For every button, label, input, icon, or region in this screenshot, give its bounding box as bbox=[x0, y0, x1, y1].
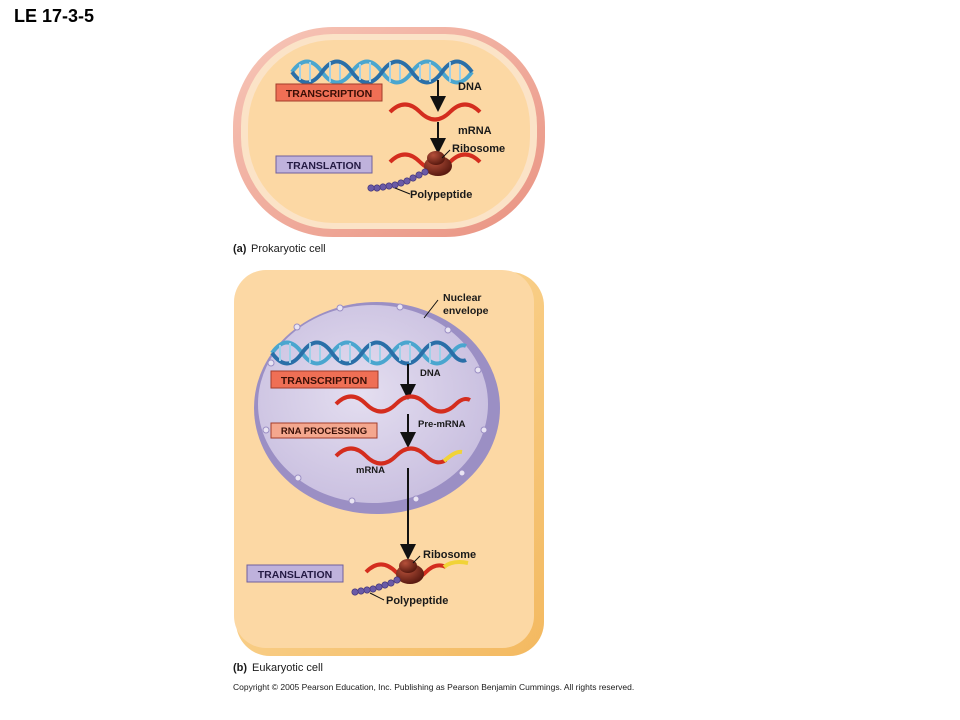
slide-title: LE 17-3-5 bbox=[14, 6, 95, 26]
copyright-notice: Copyright © 2005 Pearson Education, Inc.… bbox=[233, 682, 634, 692]
prokaryotic-mrna-label: mRNA bbox=[458, 125, 492, 137]
eukaryotic-cell: TRANSCRIPTION RNA PROCESSING TRANSLATION bbox=[234, 270, 544, 656]
eukaryotic-polypeptide-label: Polypeptide bbox=[386, 595, 448, 607]
prokaryotic-ribosome-label: Ribosome bbox=[452, 143, 505, 155]
eukaryotic-transcription-label: TRANSCRIPTION bbox=[281, 375, 367, 387]
poly-a-tail bbox=[442, 449, 463, 463]
eukaryotic-dna-helix bbox=[270, 340, 467, 366]
prokaryotic-transcription-box: TRANSCRIPTION bbox=[275, 83, 383, 102]
eukaryotic-mrna-label: mRNA bbox=[356, 465, 385, 476]
rna-processing-box: RNA PROCESSING bbox=[270, 422, 378, 439]
eukaryotic-caption-text: Eukaryotic cell bbox=[252, 662, 323, 674]
pre-mrna-strand bbox=[334, 394, 471, 414]
prokaryotic-translation-label: TRANSLATION bbox=[287, 160, 361, 172]
prokaryotic-cell: TRANSCRIPTION TRANSLATION DNA mRNA Ribos… bbox=[233, 27, 545, 237]
prokaryotic-dna-helix bbox=[290, 59, 474, 85]
eukaryotic-polypeptide-chain bbox=[351, 576, 401, 596]
mature-mrna-strand bbox=[334, 446, 448, 466]
prokaryotic-ribosome-small bbox=[427, 151, 445, 165]
nuclear-envelope-label-2: envelope bbox=[443, 305, 489, 317]
eukaryotic-translation-label: TRANSLATION bbox=[258, 569, 332, 581]
prokaryotic-polypeptide-chain bbox=[367, 168, 429, 192]
eukaryotic-dna-label: DNA bbox=[420, 368, 441, 379]
prokaryotic-polypeptide-label: Polypeptide bbox=[410, 189, 472, 201]
prokaryotic-caption-letter: (a) bbox=[233, 243, 247, 255]
eukaryotic-translation-box: TRANSLATION bbox=[246, 564, 344, 583]
prokaryotic-mrna-strand bbox=[388, 102, 482, 122]
prokaryotic-dna-label: DNA bbox=[458, 81, 482, 93]
rna-processing-label: RNA PROCESSING bbox=[281, 426, 367, 437]
eukaryotic-ribosome-small bbox=[399, 559, 417, 573]
eukaryotic-ribosome-label: Ribosome bbox=[423, 549, 476, 561]
eukaryotic-caption-letter: (b) bbox=[233, 662, 247, 674]
pre-mrna-label: Pre-mRNA bbox=[418, 419, 466, 430]
eukaryotic-transcription-box: TRANSCRIPTION bbox=[270, 370, 379, 389]
nuclear-envelope-label-1: Nuclear bbox=[443, 292, 482, 304]
cytoplasmic-poly-a-tail bbox=[442, 560, 469, 569]
prokaryotic-caption-text: Prokaryotic cell bbox=[251, 243, 326, 255]
prokaryotic-transcription-label: TRANSCRIPTION bbox=[286, 88, 372, 100]
prokaryotic-translation-box: TRANSLATION bbox=[275, 155, 373, 174]
nuclear-pores bbox=[262, 303, 488, 505]
